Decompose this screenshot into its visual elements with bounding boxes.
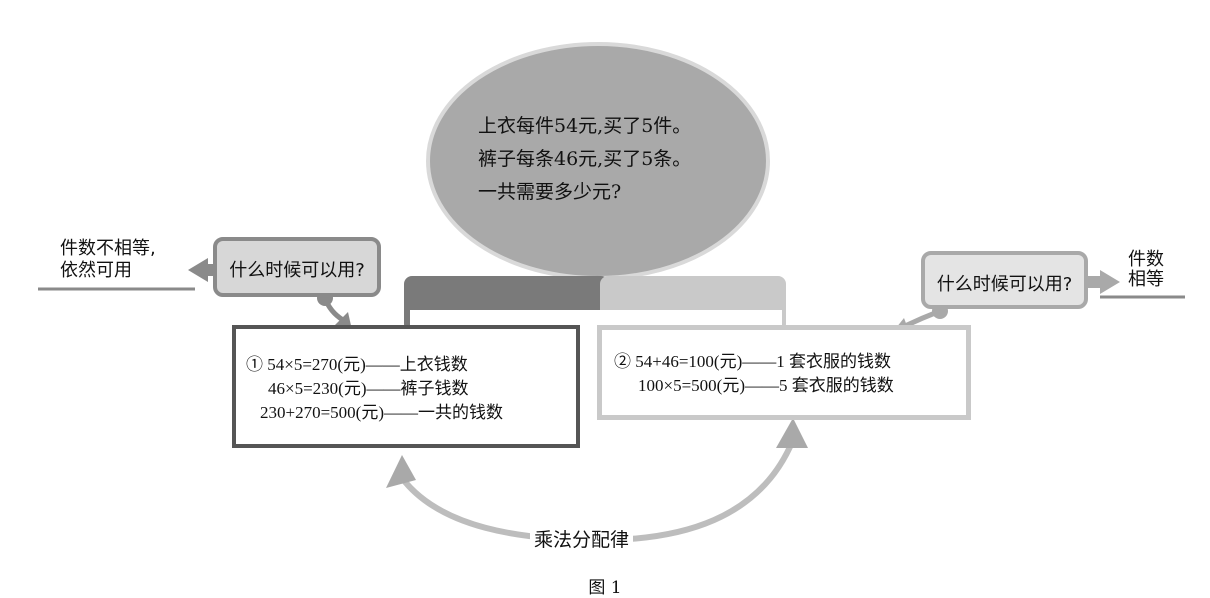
method-2-line: 100×5=500(元)——5 套衣服的钱数 (638, 376, 894, 395)
problem-text: 上衣每件54元,买了5件。 裤子每条46元,买了5条。 一共需要多少元? (478, 110, 691, 209)
right-note-line: 件数 (1128, 249, 1164, 270)
method-1-line: ① 54×5=270(元)——上衣钱数 (246, 355, 468, 374)
method-1-line: 230+270=500(元)——一共的钱数 (260, 403, 503, 422)
problem-line: 裤子每条46元,买了5条。 (478, 148, 692, 170)
left-note-line: 件数不相等, (60, 238, 156, 259)
problem-line: 上衣每件54元,买了5件。 (478, 115, 692, 137)
figure-caption: 图 1 (588, 578, 622, 598)
arc-arrow-right (776, 418, 808, 448)
left-connector (322, 297, 345, 323)
distributive-law-label: 乘法分配律 (530, 525, 634, 552)
method-1-line: 46×5=230(元)——裤子钱数 (268, 379, 469, 398)
method-2-box: ② 54+46=100(元)——1 套衣服的钱数 100×5=500(元)——5… (597, 325, 971, 420)
left-question: 什么时候可以用? (229, 260, 365, 281)
left-note: 件数不相等, 依然可用 (60, 238, 156, 282)
right-question: 什么时候可以用? (936, 274, 1073, 295)
method-1-box: ① 54×5=270(元)——上衣钱数 46×5=230(元)——裤子钱数 23… (232, 325, 580, 448)
left-question-box: 什么时候可以用? (213, 237, 381, 297)
arc-arrow-left (386, 455, 416, 488)
right-question-box: 什么时候可以用? (921, 251, 1088, 309)
right-arrow-head (1100, 270, 1120, 294)
right-note: 件数 相等 (1128, 250, 1164, 290)
right-note-line: 相等 (1128, 269, 1164, 290)
method-2-line: ② 54+46=100(元)——1 套衣服的钱数 (614, 352, 891, 371)
left-note-line: 依然可用 (60, 260, 132, 281)
right-connector (903, 308, 941, 329)
left-arrow-head (188, 258, 208, 282)
problem-line: 一共需要多少元? (478, 181, 622, 203)
